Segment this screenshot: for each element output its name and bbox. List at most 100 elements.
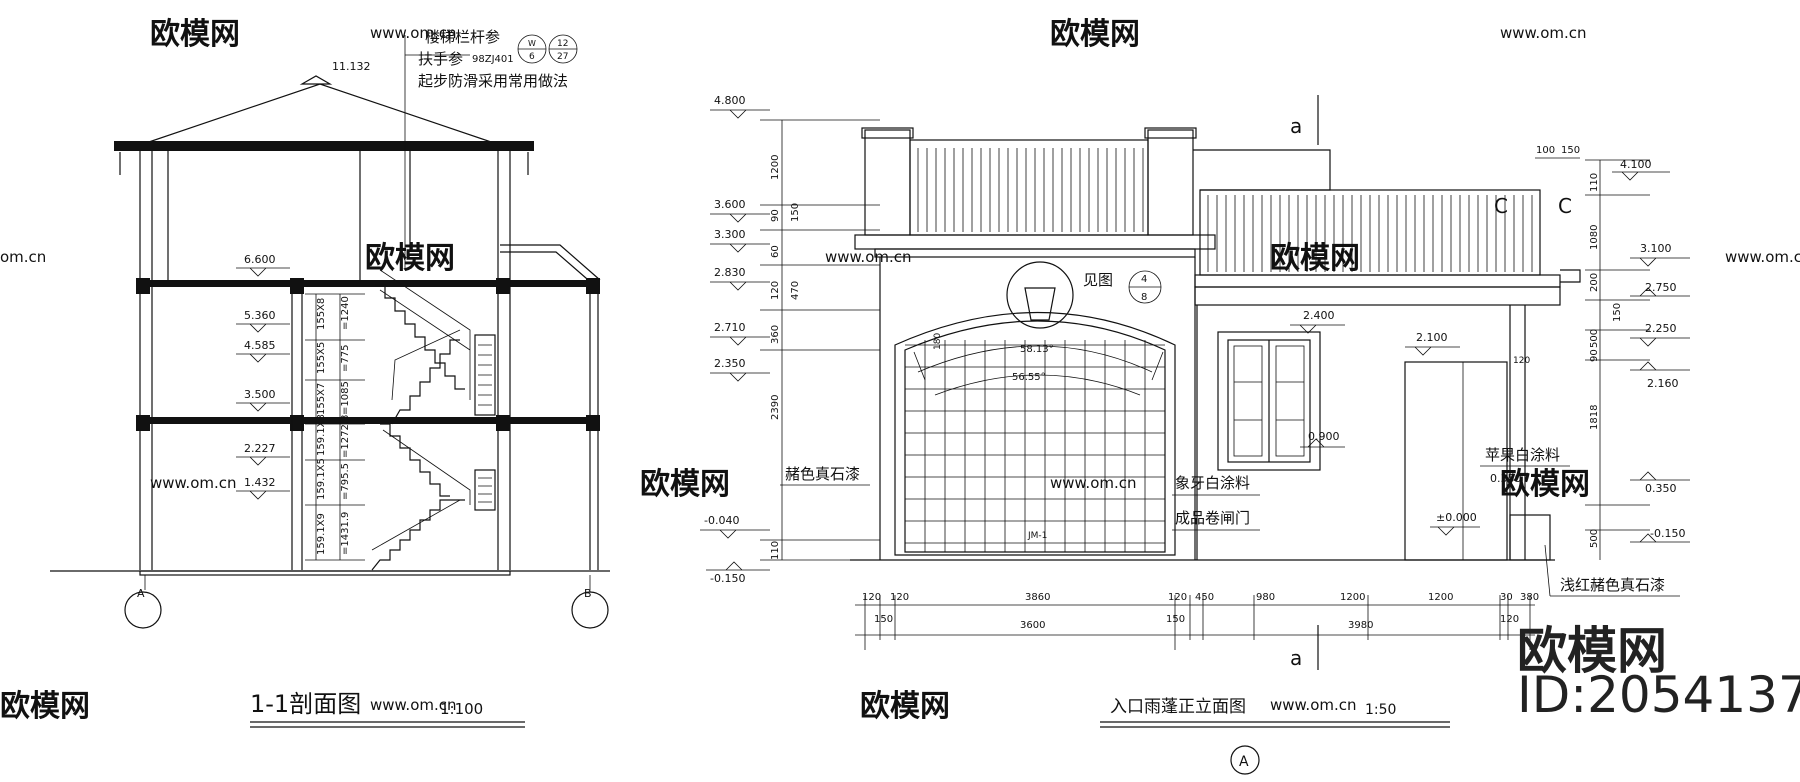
axis-label-a: A xyxy=(137,587,145,600)
section-view: 11.132 xyxy=(50,28,610,728)
elevation-view: 4.800 3.600 3.300 2.830 2.710 2.350 -0.0… xyxy=(700,94,1690,775)
material-note: 浅红赭色真石漆 xyxy=(1560,576,1665,594)
dim-text: 120 xyxy=(770,281,781,300)
section-levels: 6.600 5.360 4.585 3.500 2.227 1.432 xyxy=(236,253,290,500)
material-note: 苹果白涂料 xyxy=(1485,446,1560,464)
level-label: 4.800 xyxy=(714,94,746,107)
stair-railing-note: 楼梯栏杆参 扶手参 98ZJ401 起步防滑采用常用做法 W 6 12 27 xyxy=(404,28,578,270)
watermark-url: www.om.cn xyxy=(150,474,237,492)
level-label: -0.150 xyxy=(710,572,745,585)
dim-text: 1200 xyxy=(1428,592,1453,603)
dim-text: 1818 xyxy=(1589,405,1600,430)
level-label: 3.300 xyxy=(714,228,746,241)
section-title: 1-1剖面图 xyxy=(250,690,361,718)
right-elevation-levels: 4.100 3.100 2.750 2.250 2.160 0.350 -0.1… xyxy=(1612,158,1690,543)
stair-dimension-column: 155X8 =1240 155X5 =775 155X7 =1085 159.1… xyxy=(316,296,351,555)
level-label: 0.350 xyxy=(1490,472,1522,485)
dim-text: 450 xyxy=(1195,592,1214,603)
watermark-url: www.om.cn xyxy=(370,696,457,714)
section-mark: a xyxy=(1290,646,1302,670)
watermark-layer: 欧模网 www.om.cn 欧模网 www.om.cn om.cn 欧模网 ww… xyxy=(0,17,1800,724)
section-scale: 1:100 xyxy=(440,700,483,718)
level-label: 6.600 xyxy=(244,253,276,266)
ref-bottom: 6 xyxy=(529,52,535,62)
bottom-dims-row2: 150 3600 150 3980 120 xyxy=(874,614,1519,631)
left-elevation-levels: 4.800 3.600 3.300 2.830 2.710 2.350 -0.0… xyxy=(700,94,770,585)
level-label: 1.432 xyxy=(244,476,276,489)
brand-title: 欧模网 xyxy=(1517,622,1667,680)
c-mark: C xyxy=(1558,194,1572,218)
stair-dim: 159.1X9 xyxy=(316,513,327,555)
dim-text: 110 xyxy=(770,541,781,560)
level-label: 3.600 xyxy=(714,198,746,211)
note-line: 起步防滑采用常用做法 xyxy=(418,72,568,90)
dim-text: 90 xyxy=(770,209,781,222)
dim-text: 150 xyxy=(1612,303,1623,322)
note-line: 扶手参 xyxy=(418,50,463,68)
stair-dim: =1431.9 xyxy=(340,512,351,555)
watermark-brand: 欧模网 xyxy=(1270,241,1360,276)
watermark-brand: 欧模网 xyxy=(1050,17,1140,52)
watermark-brand: 欧模网 xyxy=(1500,467,1590,502)
level-label: 2.750 xyxy=(1645,281,1677,294)
note-ref: 98ZJ401 xyxy=(472,54,514,65)
dim-text: 120 xyxy=(1168,592,1187,603)
level-label: 5.360 xyxy=(244,309,276,322)
dim-text: 150 xyxy=(790,203,801,222)
angle-label: 58.13° xyxy=(1020,344,1054,355)
dim-text: 980 xyxy=(1256,592,1275,603)
dim-text: 120 xyxy=(1500,614,1519,625)
watermark-url: www.om.cn xyxy=(1500,24,1587,42)
stair-dim: =775 xyxy=(340,345,351,372)
dim-text: 1200 xyxy=(1340,592,1365,603)
detail-ref-label: 见图 xyxy=(1083,271,1113,289)
dim-text: 380 xyxy=(1520,592,1539,603)
right-parapet-balusters xyxy=(1207,195,1533,272)
level-label: 4.585 xyxy=(244,339,276,352)
ref-top: W xyxy=(528,39,536,48)
dim-text: 90 xyxy=(1589,349,1600,362)
level-label: ±0.000 xyxy=(1436,511,1477,524)
brand-id: ID:2054137 xyxy=(1517,666,1800,724)
watermark-url: www.om.cn xyxy=(370,24,457,42)
ref-bottom: 27 xyxy=(557,52,568,62)
level-label: 2.350 xyxy=(714,357,746,370)
detail-ref-bottom: 8 xyxy=(1141,292,1147,303)
axis-label-b: B xyxy=(584,587,592,600)
watermark-brand: 欧模网 xyxy=(0,689,90,724)
ridge-elevation: 11.132 xyxy=(332,60,371,73)
level-label: 0.350 xyxy=(1645,482,1677,495)
dim-text: 470 xyxy=(790,281,801,300)
dim-text: 3600 xyxy=(1020,620,1045,631)
material-notes: 赭色真石漆 象牙白涂料 成品卷闸门 苹果白涂料 浅红赭色真石漆 xyxy=(780,446,1680,597)
ref-top: 12 xyxy=(557,39,568,49)
left-parapet-balusters xyxy=(917,148,1144,232)
stair-dim: 159.1X5 xyxy=(316,458,327,500)
watermark-url: www.om.cn xyxy=(825,248,912,266)
angle-label: 56.55° xyxy=(1012,372,1046,383)
watermark-url: www.om.cn xyxy=(1725,248,1800,266)
stair-dim: 155X7 xyxy=(316,383,327,415)
dim-text: 120 xyxy=(862,592,881,603)
door-code: JM-1 xyxy=(1027,531,1047,541)
level-label: 2.710 xyxy=(714,321,746,334)
dim-text: 2390 xyxy=(770,395,781,420)
dim-text: 1080 xyxy=(1589,225,1600,250)
axis-label: A xyxy=(1239,754,1249,770)
dim-text: 60 xyxy=(770,245,781,258)
dim-text: 500 xyxy=(1589,529,1600,548)
left-elevation-dims: 1200 90 150 60 470 120 360 2390 110 xyxy=(770,155,801,560)
stair-dim: =795.5 xyxy=(340,463,351,500)
watermark-brand: 欧模网 xyxy=(860,689,950,724)
brand-block: 欧模网 ID:2054137 xyxy=(1517,622,1800,724)
small-dim: 180 xyxy=(933,333,943,350)
material-note: 成品卷闸门 xyxy=(1175,509,1250,527)
section-mark: a xyxy=(1290,114,1302,138)
stair-dim: =1240 xyxy=(340,296,351,330)
elevation-scale: 1:50 xyxy=(1365,702,1396,718)
level-label: 2.160 xyxy=(1647,377,1679,390)
dim-text: 150 xyxy=(1166,614,1185,625)
watermark-brand: 欧模网 xyxy=(640,467,730,502)
detail-ref-top: 4 xyxy=(1141,274,1147,285)
